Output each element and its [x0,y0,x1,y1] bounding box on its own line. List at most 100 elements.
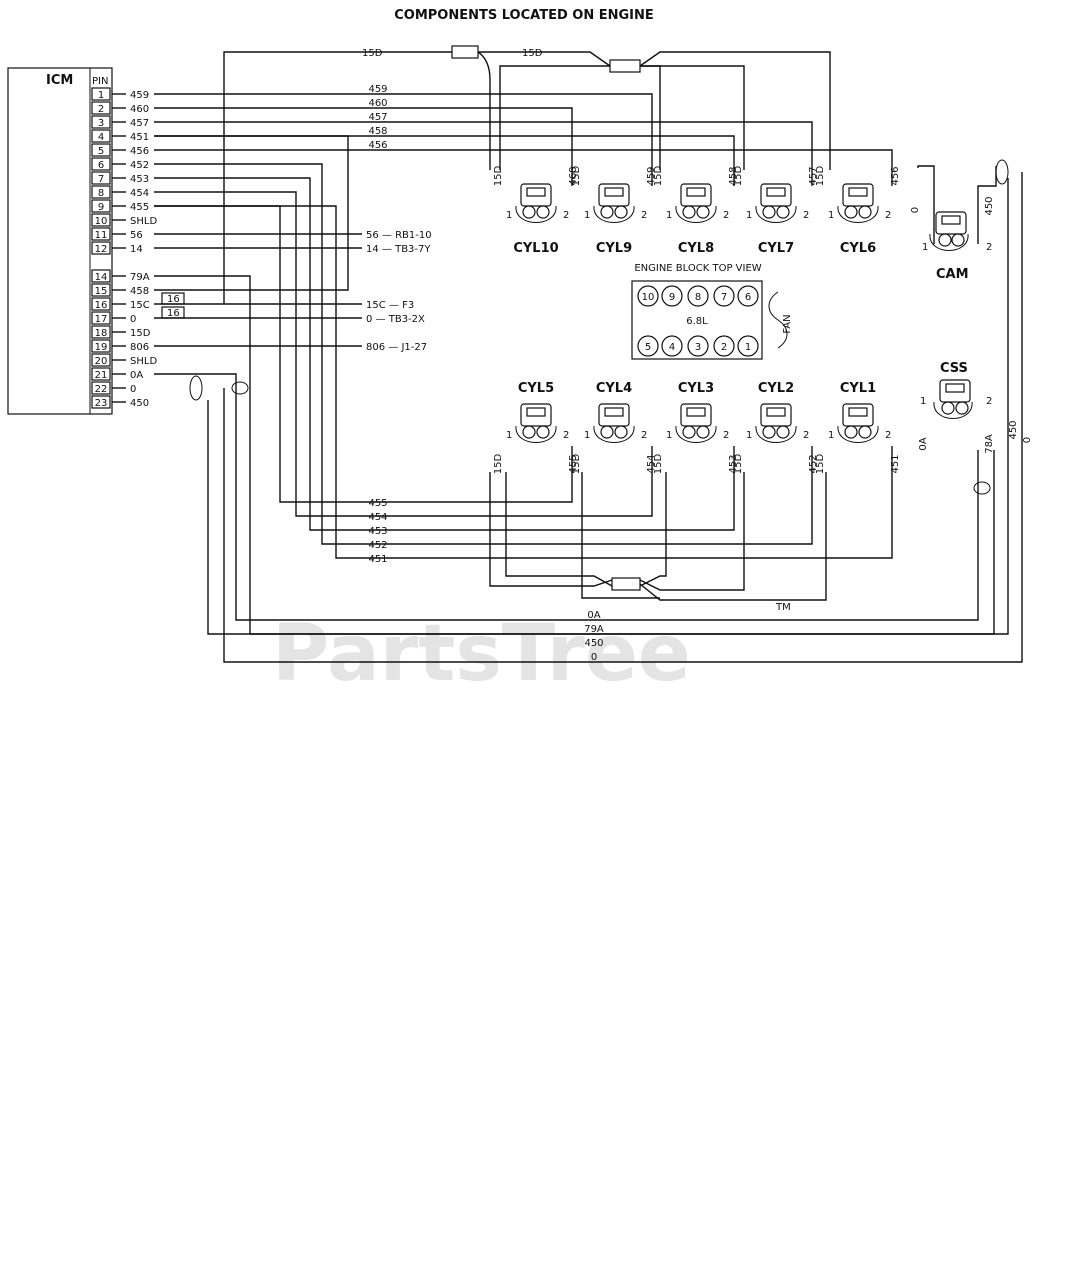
cylinder-left-wire: 15D [653,453,664,474]
cylinder-name: CYL7 [758,241,794,256]
icm-pin-box [91,101,111,115]
upper-wire-label: 458 [368,126,387,137]
block-cylinder-number: 8 [695,292,701,303]
icm-pin-wire: 0A [130,370,143,381]
upper-wire-label: 456 [368,140,387,151]
cam-pin-2: 2 [986,242,992,253]
block-cylinder [737,285,759,307]
icm-pin-box [91,339,111,353]
splice-bottom [611,577,641,591]
icm-pin-number: 14 [95,272,108,283]
icm-pin-number: 7 [98,174,104,185]
icm-pin-number: 11 [95,230,108,241]
cylinder-name: CYL3 [678,381,714,396]
block-cylinder-number: 7 [721,292,727,303]
cylinder-left-wire: 15D [493,453,504,474]
cylinder-pin-1: 1 [746,210,752,221]
icm-pin-number: 16 [95,300,108,311]
cylinder-left-wire: 15D [815,165,826,186]
icm-pin-number: 9 [98,202,104,213]
diagram-title: COMPONENTS LOCATED ON ENGINE [394,8,654,23]
bottom-wire-label: 0 [591,652,597,663]
lower-wire-label: 454 [368,512,387,523]
cylinder-left-wire: 15D [733,165,744,186]
icm-pin-number: 21 [95,370,108,381]
icm-pin-wire: 455 [130,202,149,213]
icm-pin-box [91,143,111,157]
cylinder-pin-1: 1 [584,210,590,221]
cylinder-pin-2: 2 [723,430,729,441]
cylinder-name: CYL9 [596,241,632,256]
icm-pin-wire: 451 [130,132,149,143]
icm-pin-number: 20 [95,356,108,367]
icm-pin-header: PIN [92,76,108,87]
cylinder-pin-1: 1 [746,430,752,441]
icm-pin-box [91,283,111,297]
icm-pin-box [91,185,111,199]
icm-pin-box [91,395,111,409]
cylinder-left-wire: 15D [653,165,664,186]
cylinder-right-wire: 452 [808,454,819,473]
cylinder-name: CYL1 [840,381,876,396]
icm-pin-wire: 458 [130,286,149,297]
fuse-top [451,45,479,59]
icm-pin-number: 4 [98,132,104,143]
css-left-wire: 0A [918,437,929,450]
gauge-16-b: 16 [167,308,180,319]
icm-pin-wire: 457 [130,118,149,129]
icm-pin-wire: 15C [130,300,150,311]
cam-left-wire: 0 [910,207,921,213]
cylinder-pin-1: 1 [666,210,672,221]
cylinder-pin-2: 2 [723,210,729,221]
icm-pin-wire: 456 [130,146,149,157]
lower-wire-label: 452 [368,540,387,551]
icm-pin-box [91,171,111,185]
cylinder-pin-1: 1 [828,430,834,441]
icm-pin-wire: SHLD [130,216,157,227]
fan-icon [768,291,788,349]
cylinder-pin-2: 2 [563,210,569,221]
icm-pin-number: 17 [95,314,108,325]
icm-pin-number: 5 [98,146,104,157]
icm-pin-number: 18 [95,328,108,339]
icm-pin-wire: 460 [130,104,149,115]
block-cylinder-number: 9 [669,292,675,303]
block-cylinder [637,285,659,307]
block-cylinder-number: 4 [669,342,675,353]
top-wire-right: 15D [522,48,543,59]
cylinder-pin-2: 2 [803,210,809,221]
fan-label: FAN [782,314,793,333]
upper-wire-label: 460 [368,98,387,109]
lower-wire-label: 453 [368,526,387,537]
bottom-wire-label: 79A [584,624,604,635]
engine-size: 6.8L [686,316,708,327]
block-cylinder [661,285,683,307]
css-right-wire: 78A [984,434,995,454]
icm-pin-box [91,241,111,255]
icm-pin-number: 22 [95,384,108,395]
icm-pin-wire: 15D [130,328,151,339]
icm-pin-box [91,269,111,283]
cylinder-pin-2: 2 [885,210,891,221]
cylinder-right-wire: 456 [890,166,901,185]
css-pin-1: 1 [920,396,926,407]
icm-pin-number: 6 [98,160,104,171]
bottom-wire-label: 450 [584,638,603,649]
css-shield [973,481,991,495]
cylinder-name: CYL2 [758,381,794,396]
icm-shield-ellipse [231,381,249,395]
cam-label: CAM [936,267,969,282]
icm-pin-box [91,213,111,227]
cylinder-pin-2: 2 [885,430,891,441]
cylinder-right-wire: 458 [728,166,739,185]
